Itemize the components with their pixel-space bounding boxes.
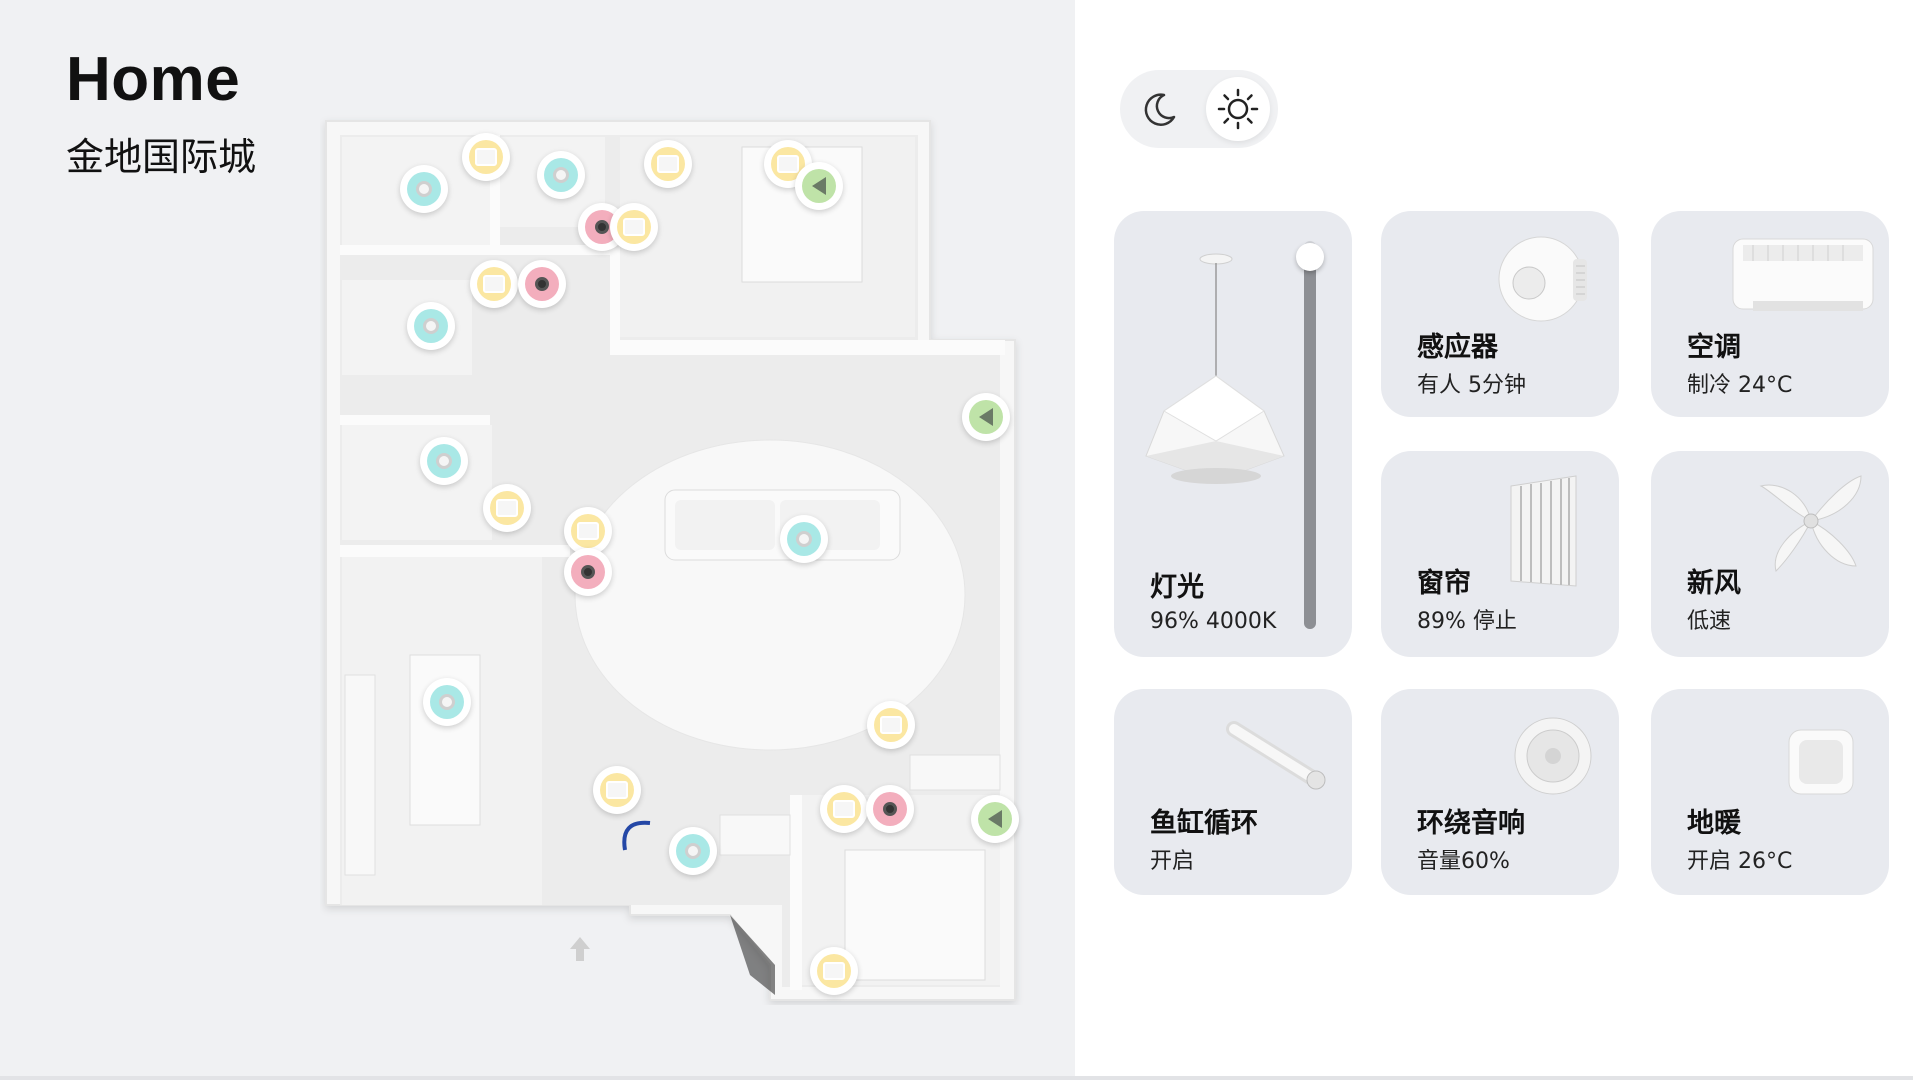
light-marker[interactable]	[462, 133, 510, 181]
light-marker[interactable]	[810, 947, 858, 995]
moon-button[interactable]	[1128, 77, 1192, 141]
floor-plan-drawing	[325, 120, 1016, 1001]
light-marker[interactable]	[820, 785, 868, 833]
light-marker[interactable]	[483, 484, 531, 532]
floor-heating-card-name: 地暖	[1687, 808, 1741, 839]
sensor-marker[interactable]	[669, 827, 717, 875]
page-title: Home	[66, 45, 241, 114]
fan-icon	[1759, 475, 1862, 572]
sun-icon	[1217, 88, 1259, 130]
surround-audio-card-status: 音量60%	[1417, 849, 1510, 874]
light-marker[interactable]	[644, 140, 692, 188]
aquarium-card[interactable]: 鱼缸循环 开启	[1114, 689, 1352, 895]
sensor-card-name: 感应器	[1417, 332, 1498, 363]
brightness-slider-thumb[interactable]	[1296, 242, 1324, 271]
light-card-status: 96% 4000K	[1150, 609, 1277, 634]
light-card[interactable]: 灯光 96% 4000K	[1114, 211, 1352, 657]
speaker-icon	[1514, 717, 1592, 795]
surround-audio-card-name: 环绕音响	[1417, 808, 1525, 839]
ac-card[interactable]: 空调 制冷 24°C	[1651, 211, 1889, 417]
day-night-toggle[interactable]	[1120, 70, 1278, 148]
surround-audio-card[interactable]: 环绕音响 音量60%	[1381, 689, 1619, 895]
air-conditioner-icon	[1732, 238, 1874, 311]
sensor-marker[interactable]	[420, 437, 468, 485]
pendant-lamp-icon	[1145, 253, 1285, 484]
water-pipe-icon	[1226, 721, 1326, 790]
camera-marker[interactable]	[518, 260, 566, 308]
sensor-marker[interactable]	[537, 151, 585, 199]
curtain-marker[interactable]	[962, 393, 1010, 441]
curtain-card-name: 窗帘	[1417, 568, 1471, 599]
curtain-marker[interactable]	[971, 795, 1019, 843]
sensor-marker[interactable]	[400, 165, 448, 213]
light-marker[interactable]	[564, 507, 612, 555]
ac-card-status: 制冷 24°C	[1687, 373, 1793, 398]
aquarium-card-status: 开启	[1150, 849, 1195, 874]
light-marker[interactable]	[610, 203, 658, 251]
sensor-card-status: 有人 5分钟	[1417, 373, 1526, 398]
floor-plan-panel: Home 金地国际城	[0, 0, 1075, 1080]
fresh-air-card-name: 新风	[1687, 568, 1741, 599]
aquarium-card-name: 鱼缸循环	[1150, 808, 1258, 839]
sensor-marker[interactable]	[407, 302, 455, 350]
light-marker[interactable]	[470, 260, 518, 308]
sun-button[interactable]	[1206, 77, 1270, 141]
light-card-name: 灯光	[1150, 572, 1204, 603]
camera-marker[interactable]	[564, 548, 612, 596]
device-control-panel: 灯光 96% 4000K 感应器 有人 5分钟 空调 制冷 24°C 窗帘	[1075, 0, 1913, 1080]
curtain-icon	[1510, 475, 1577, 587]
camera-marker[interactable]	[866, 785, 914, 833]
fresh-air-card[interactable]: 新风 低速	[1651, 451, 1889, 657]
light-marker[interactable]	[593, 766, 641, 814]
curtain-marker[interactable]	[795, 162, 843, 210]
motion-sensor-icon	[1498, 236, 1587, 322]
sensor-marker[interactable]	[780, 515, 828, 563]
location-name: 金地国际城	[66, 135, 257, 179]
moon-icon	[1144, 93, 1176, 126]
bottom-divider	[0, 1076, 1913, 1080]
light-marker[interactable]	[867, 701, 915, 749]
sensor-card[interactable]: 感应器 有人 5分钟	[1381, 211, 1619, 417]
curtain-card[interactable]: 窗帘 89% 停止	[1381, 451, 1619, 657]
floor-heating-icon	[1788, 729, 1854, 795]
ac-card-name: 空调	[1687, 332, 1741, 363]
brightness-slider-fill	[1304, 256, 1316, 629]
fresh-air-card-status: 低速	[1687, 609, 1732, 634]
floor-heating-card-status: 开启 26°C	[1687, 849, 1793, 874]
curtain-card-status: 89% 停止	[1417, 609, 1517, 634]
sensor-marker[interactable]	[423, 678, 471, 726]
floor-plan	[320, 115, 1040, 1005]
floor-heating-card[interactable]: 地暖 开启 26°C	[1651, 689, 1889, 895]
